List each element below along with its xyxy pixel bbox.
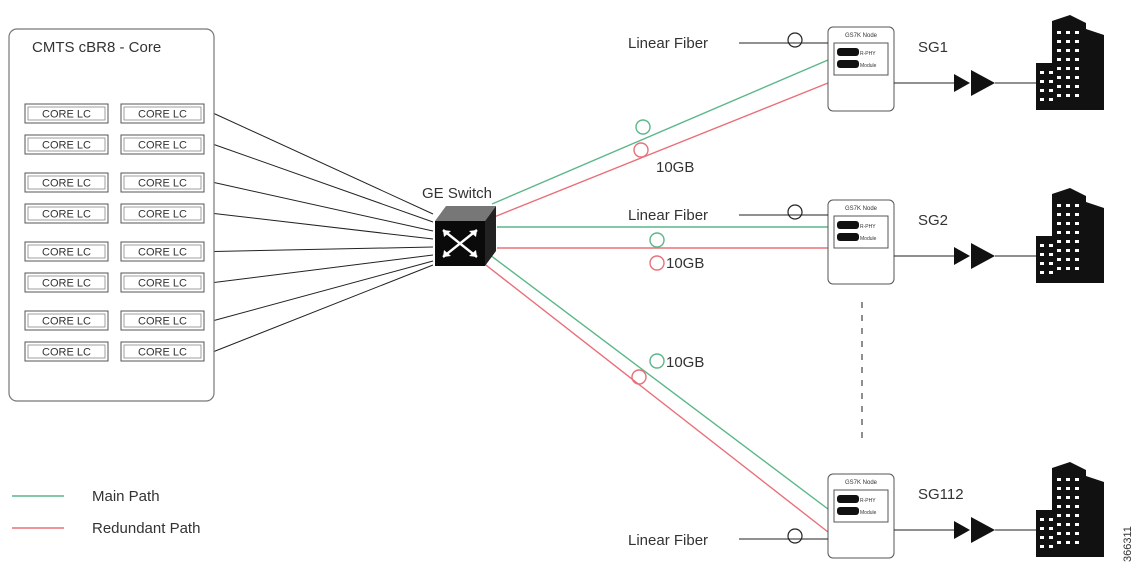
redundant-path-line xyxy=(493,82,829,218)
node-title: GS7K Node xyxy=(845,33,878,39)
lc-to-switch-line xyxy=(213,264,434,352)
core-lc-card: CORE LC xyxy=(24,341,109,362)
amplifier-icon xyxy=(954,517,995,543)
lc-to-switch-line xyxy=(213,254,434,283)
switch-label: GE Switch xyxy=(422,185,492,202)
node-module-line1: R-PHY xyxy=(860,224,876,230)
cmts-title: CMTS cBR8 - Core xyxy=(32,39,161,56)
core-lc-card: CORE LC xyxy=(24,241,109,262)
link-speed-label: 10GB xyxy=(666,255,704,272)
core-lc-card: CORE LC xyxy=(24,272,109,293)
core-lc-label: CORE LC xyxy=(42,316,91,328)
lc-to-switch-line xyxy=(213,113,434,215)
redundant-path-line xyxy=(481,261,829,533)
figure-id: 366311 xyxy=(1122,526,1134,562)
building-icon xyxy=(1036,15,1104,110)
core-lc-label: CORE LC xyxy=(138,178,187,190)
core-lc-card: CORE LC xyxy=(120,272,205,293)
lc-to-switch-line xyxy=(213,260,434,321)
main-path-wavelength xyxy=(649,232,665,248)
core-lc-card: CORE LC xyxy=(120,172,205,193)
main-path-wavelength xyxy=(635,119,651,135)
core-lc-cards: CORE LC CORE LC CORE LC CORE LC CORE LC CORE … xyxy=(24,103,205,362)
redundant-path-wavelength xyxy=(631,369,647,385)
core-lc-card: CORE LC xyxy=(24,134,109,155)
amplifier-icon xyxy=(954,70,995,96)
core-lc-label: CORE LC xyxy=(42,209,91,221)
core-lc-label: CORE LC xyxy=(138,209,187,221)
core-lc-card: CORE LC xyxy=(120,241,205,262)
linear-fiber-label: Linear Fiber xyxy=(628,35,708,52)
main-path-wavelength xyxy=(649,353,665,369)
fiber-wavelength-marker xyxy=(787,32,803,48)
link-speed-label: 10GB xyxy=(666,354,704,371)
link-speed-label: 10GB xyxy=(656,159,694,176)
core-lc-label: CORE LC xyxy=(42,347,91,359)
cmts-chassis xyxy=(8,28,215,402)
core-lc-card: CORE LC xyxy=(24,103,109,124)
redundant-path-wavelength xyxy=(649,255,665,271)
core-lc-card: CORE LC xyxy=(120,103,205,124)
core-lc-card: CORE LC xyxy=(120,203,205,224)
node-title: GS7K Node xyxy=(845,480,878,486)
node-module-line2: Module xyxy=(860,63,877,69)
lc-to-switch-line xyxy=(213,213,434,240)
node-module-line2: Module xyxy=(860,236,877,242)
core-lc-label: CORE LC xyxy=(138,109,187,121)
building-icon xyxy=(1036,462,1104,557)
fiber-wavelength-marker xyxy=(787,528,803,544)
node-title: GS7K Node xyxy=(845,206,878,212)
lc-to-switch-line xyxy=(213,246,434,252)
core-lc-card: CORE LC xyxy=(120,310,205,331)
node-module-line1: R-PHY xyxy=(860,498,876,504)
node-module-line2: Module xyxy=(860,510,877,516)
lc-to-switch-line xyxy=(213,182,434,232)
core-lc-card: CORE LC xyxy=(24,203,109,224)
core-lc-label: CORE LC xyxy=(138,247,187,259)
core-lc-card: CORE LC xyxy=(24,310,109,331)
core-lc-label: CORE LC xyxy=(138,140,187,152)
service-group-label: SG112 xyxy=(918,486,964,503)
linear-fiber-label: Linear Fiber xyxy=(628,532,708,549)
node-module-line1: R-PHY xyxy=(860,51,876,57)
core-lc-label: CORE LC xyxy=(42,247,91,259)
fiber-wavelength-marker xyxy=(787,204,803,220)
core-lc-label: CORE LC xyxy=(42,178,91,190)
linear-fiber-label: Linear Fiber xyxy=(628,207,708,224)
legend-main-label: Main Path xyxy=(92,488,160,505)
main-path-line xyxy=(485,251,829,510)
service-group-label: SG1 xyxy=(918,39,948,56)
core-lc-label: CORE LC xyxy=(42,140,91,152)
core-lc-card: CORE LC xyxy=(24,172,109,193)
core-lc-label: CORE LC xyxy=(138,316,187,328)
building-icon xyxy=(1036,188,1104,283)
lc-to-switch-line xyxy=(213,144,434,223)
core-lc-card: CORE LC xyxy=(120,341,205,362)
core-lc-card: CORE LC xyxy=(120,134,205,155)
core-lc-label: CORE LC xyxy=(42,109,91,121)
service-group-label: SG2 xyxy=(918,212,948,229)
main-path-line xyxy=(491,59,829,205)
core-lc-label: CORE LC xyxy=(42,278,91,290)
legend-redundant-label: Redundant Path xyxy=(92,520,200,537)
redundant-path-wavelength xyxy=(633,142,649,158)
amplifier-icon xyxy=(954,243,995,269)
connection-lines xyxy=(213,59,829,533)
network-switch-icon xyxy=(435,206,496,266)
core-lc-label: CORE LC xyxy=(138,347,187,359)
core-lc-label: CORE LC xyxy=(138,278,187,290)
legend: Main Path Redundant Path xyxy=(12,488,200,537)
